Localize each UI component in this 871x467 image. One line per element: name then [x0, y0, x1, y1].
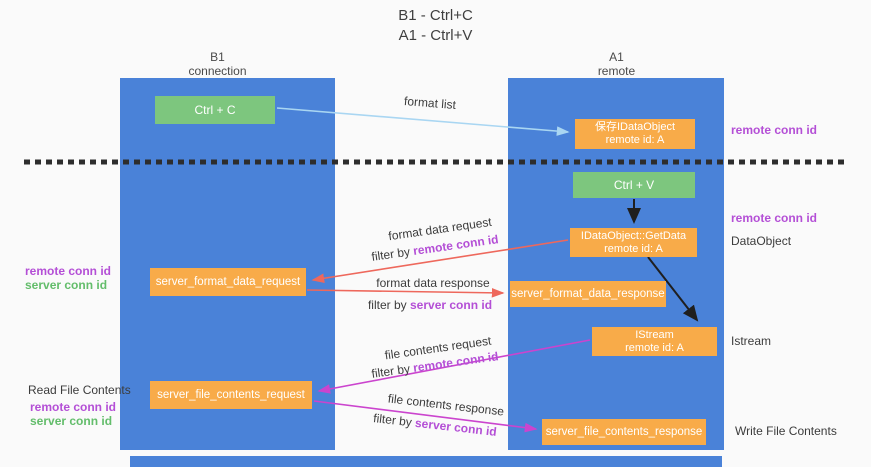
annotation-left-remote-conn-id-1: remote conn id — [25, 264, 112, 278]
annotation-left-remote-conn-id-2: remote conn id — [30, 400, 117, 414]
node-idataobject-getdata: IDataObject::GetData remote id: A — [570, 228, 697, 257]
server-conn-id-text: server conn id — [410, 298, 493, 312]
node-ctrl-c-label: Ctrl + C — [194, 103, 236, 117]
diagram-title: B1 - Ctrl+C A1 - Ctrl+V — [0, 6, 871, 46]
annotation-left-server-conn-id-2: server conn id — [30, 414, 113, 428]
label-format-data-response: format data response — [376, 276, 490, 290]
lifeline-a1-name: A1 — [609, 50, 624, 64]
node-server-file-contents-request-label: server_file_contents_request — [157, 388, 305, 401]
server-conn-id-text: server conn id — [414, 415, 498, 439]
node-ctrl-v: Ctrl + V — [573, 172, 695, 198]
node-server-format-data-request: server_format_data_request — [150, 268, 306, 296]
annotation-remote-conn-id-top: remote conn id — [731, 123, 818, 137]
label-format-list: format list — [403, 93, 457, 113]
node-server-file-contents-response-label: server_file_contents_response — [545, 425, 703, 438]
node-istream-line2: remote id: A — [625, 341, 684, 354]
node-ctrl-c: Ctrl + C — [155, 96, 275, 124]
node-server-format-data-request-label: server_format_data_request — [155, 275, 301, 288]
annotation-remote-conn-id-mid: remote conn id — [731, 211, 818, 225]
node-istream-line1: IStream — [635, 328, 674, 341]
annotation-istream: Istream — [731, 334, 772, 348]
node-save-dataobject-line2: remote id: A — [605, 134, 665, 146]
title-line-a1: A1 - Ctrl+V — [398, 27, 473, 44]
arrow-format-data-response — [306, 288, 505, 298]
lifeline-b1-name: B1 — [210, 50, 225, 64]
lifeline-header-a1: A1 remote — [509, 50, 724, 78]
annotation-write-file-contents: Write File Contents — [735, 424, 837, 438]
lifeline-b1-role: connection — [188, 64, 247, 78]
bottom-bar — [130, 456, 722, 467]
node-ctrl-v-label: Ctrl + V — [613, 178, 655, 192]
lifeline-header-b1: B1 connection — [110, 50, 325, 78]
filter-by-text: filter by — [370, 244, 411, 264]
node-server-format-data-response: server_format_data_response — [510, 281, 666, 307]
node-getdata-line2: remote id: A — [604, 242, 663, 255]
node-save-dataobject: 保存IDataObject remote id: A — [575, 119, 695, 149]
annotation-dataobject: DataObject — [731, 234, 792, 248]
annotation-left-server-conn-id-1: server conn id — [25, 278, 108, 292]
node-server-file-contents-response: server_file_contents_response — [542, 419, 706, 445]
annotation-read-file-contents: Read File Contents — [28, 383, 131, 397]
node-istream: IStream remote id: A — [592, 327, 717, 356]
lifeline-a1-role: remote — [597, 64, 636, 78]
filter-by-text: filter by — [372, 411, 413, 430]
node-server-file-contents-request: server_file_contents_request — [150, 381, 312, 409]
node-save-dataobject-line1: 保存IDataObject — [594, 121, 676, 133]
label-filter-server-conn-id-1: filter by server conn id — [355, 298, 505, 312]
node-getdata-line1: IDataObject::GetData — [580, 229, 687, 242]
title-line-b1: B1 - Ctrl+C — [398, 7, 473, 24]
filter-by-text: filter by — [367, 298, 407, 312]
node-server-format-data-response-label: server_format_data_response — [511, 287, 665, 300]
filter-by-text: filter by — [370, 361, 411, 381]
